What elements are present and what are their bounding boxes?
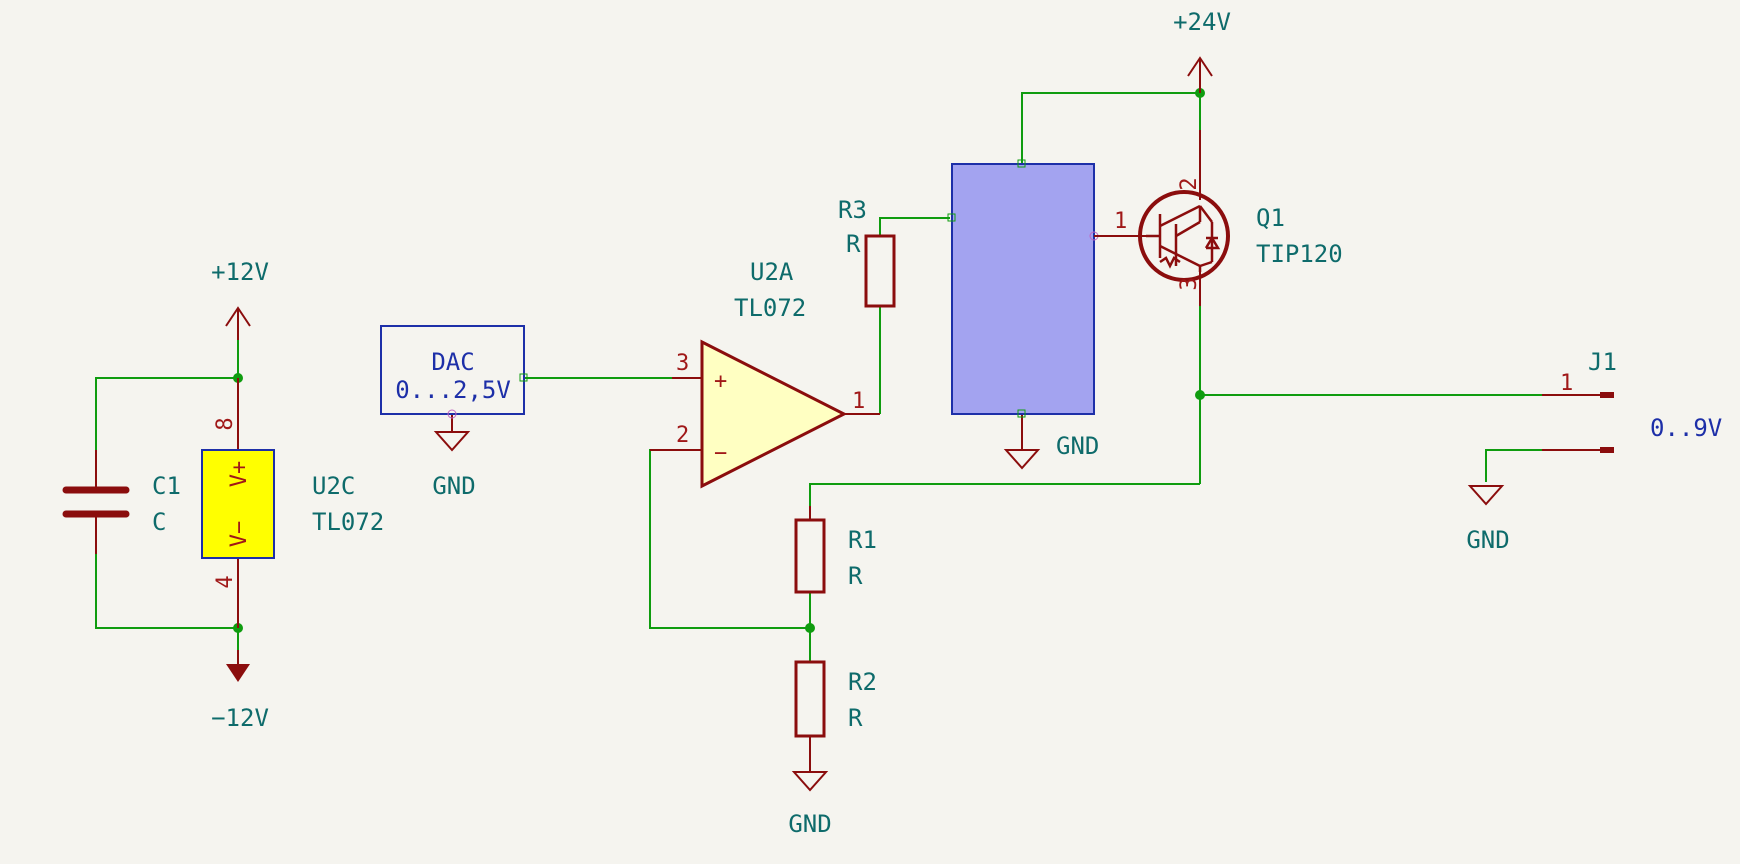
u2c-ref: U2C <box>312 472 355 500</box>
u2a-minus-sign: − <box>714 441 727 466</box>
label-gnd-r2: GND <box>788 810 831 838</box>
block-port-left <box>947 213 956 222</box>
dac-port-gnd <box>447 409 457 419</box>
gnd-dac: GND <box>432 414 476 500</box>
j1-net-label: 0..9V <box>1650 414 1722 442</box>
arrow-up-icon <box>1187 56 1213 77</box>
gnd-j1: GND <box>1466 485 1510 554</box>
dac-box <box>380 325 525 415</box>
gnd-r2: GND <box>788 736 832 838</box>
u2a-pin-in-minus: 2 <box>676 423 689 448</box>
q1-pin-e: 3 <box>1177 277 1202 290</box>
arrow-up-icon <box>225 306 251 327</box>
r3-value: R <box>846 230 861 258</box>
q1-value: TIP120 <box>1256 240 1343 268</box>
j1-pin1: 1 <box>1560 371 1573 396</box>
resistor-r1: R1 R <box>794 506 877 594</box>
u2a-ref: U2A <box>750 258 794 286</box>
opamp-power-u2c: 8 4 V+ V− U2C TL072 <box>201 378 384 628</box>
ground-icon <box>1003 449 1041 470</box>
driver-block-body <box>951 163 1095 415</box>
wire-24v-to-block <box>1021 92 1200 164</box>
gnd-block: GND <box>1003 414 1099 470</box>
label-plus12v: +12V <box>211 258 269 286</box>
q1-pin-b: 1 <box>1114 209 1127 234</box>
block-port-bottom <box>1017 409 1026 418</box>
opamp-u2a: + − 3 2 1 U2A TL072 <box>650 258 880 489</box>
dac-port-out <box>519 373 528 382</box>
u2c-pin-vminus: 4 <box>213 575 238 588</box>
wire-to-r1 <box>809 483 1200 506</box>
arrow-down-filled-icon <box>226 664 250 682</box>
driver-block <box>947 159 1099 418</box>
r2-body <box>794 660 826 738</box>
dac-line2: 0...2,5V <box>395 376 511 404</box>
opamp-triangle <box>700 339 848 489</box>
j1-ref: J1 <box>1588 348 1617 376</box>
q1-pin-c: 2 <box>1177 177 1202 190</box>
u2c-label-vminus: V− <box>227 521 252 548</box>
darlington-icon <box>1146 204 1221 272</box>
capacitor-c1: C1 C <box>62 450 181 554</box>
resistor-r3: R3 R <box>838 196 896 308</box>
label-plus24v: +24V <box>1173 8 1231 36</box>
dac-block: DAC 0...2,5V <box>380 325 528 419</box>
connector-j1: 1 J1 0..9V <box>1542 348 1722 453</box>
q1-ref: Q1 <box>1256 204 1285 232</box>
junctions <box>233 88 1205 633</box>
wire-c1-bottom <box>95 554 238 629</box>
wire-r3-to-block <box>879 217 950 236</box>
u2c-value: TL072 <box>312 508 384 536</box>
junction-feedback <box>805 623 815 633</box>
label-gnd-block: GND <box>1056 432 1099 460</box>
power-plus24v: +24V <box>1173 8 1231 93</box>
label-minus12v: −12V <box>211 704 269 732</box>
u2a-value: TL072 <box>734 294 806 322</box>
u2c-label-vplus: V+ <box>227 461 252 488</box>
r1-value: R <box>848 562 863 590</box>
q1-envelope <box>1138 190 1230 282</box>
label-gnd-dac: GND <box>432 472 475 500</box>
wire-c1-top <box>95 377 238 450</box>
dac-line1: DAC <box>431 348 474 376</box>
r2-value: R <box>848 704 863 732</box>
wire-j1-gnd <box>1485 449 1542 482</box>
c1-ref: C1 <box>152 472 181 500</box>
block-port-top <box>1017 159 1026 168</box>
u2c-body <box>201 449 275 559</box>
label-gnd-j1: GND <box>1466 526 1509 554</box>
power-plus12v: +12V <box>211 258 269 340</box>
r1-ref: R1 <box>848 526 877 554</box>
resistor-r2: R2 R <box>794 660 877 738</box>
u2a-plus-sign: + <box>714 369 727 394</box>
power-minus12v: −12V <box>211 650 269 732</box>
r3-ref: R3 <box>838 196 867 224</box>
u2a-pin-out: 1 <box>852 389 865 414</box>
ground-icon <box>791 771 829 792</box>
r2-ref: R2 <box>848 668 877 696</box>
ground-icon <box>1467 485 1505 506</box>
u2c-pin-vplus: 8 <box>213 417 238 430</box>
c1-value: C <box>152 508 166 536</box>
transistor-q1: 1 2 3 Q1 TIP120 <box>1094 130 1343 306</box>
junction-output <box>1195 390 1205 400</box>
r3-body <box>864 234 896 308</box>
u2a-pin-in-plus: 3 <box>676 351 689 376</box>
ground-icon <box>433 431 471 452</box>
